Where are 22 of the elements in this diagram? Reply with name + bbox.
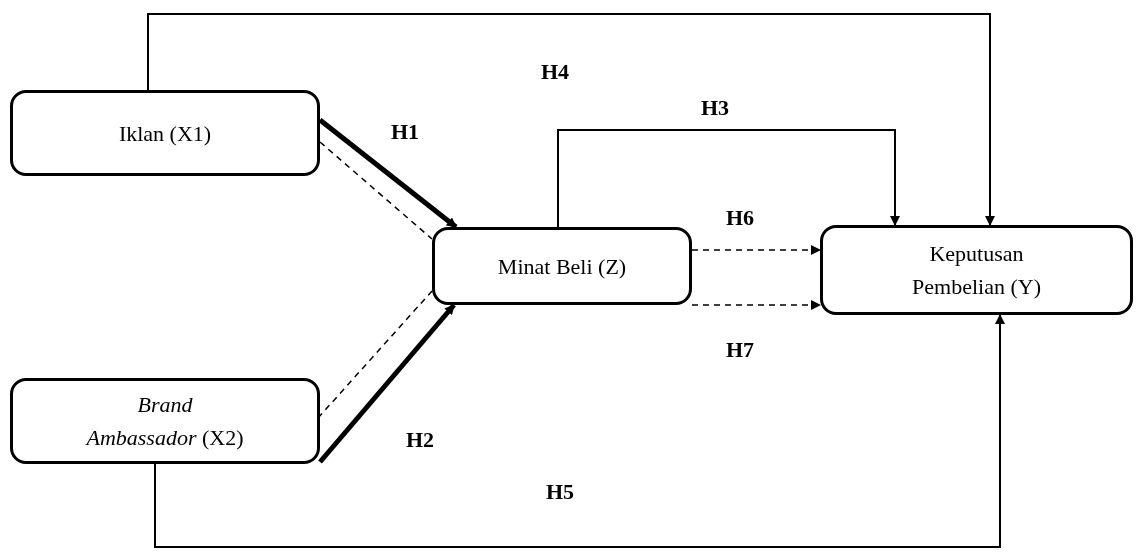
variable-box xyxy=(10,378,320,464)
edge-label: H5 xyxy=(545,479,575,505)
node-label: Brand Ambassador (X2) xyxy=(84,391,245,452)
node-label: Iklan (X1) xyxy=(118,119,212,148)
arrow xyxy=(147,13,995,226)
edge-label: H4 xyxy=(540,59,570,85)
node-label: Minat Beli (Z) xyxy=(497,252,627,281)
arrow xyxy=(557,129,900,228)
variable-box xyxy=(820,225,1133,315)
edge-label: H6 xyxy=(725,205,755,231)
variable-box xyxy=(432,227,692,305)
arrow xyxy=(318,303,456,464)
arrow xyxy=(318,118,458,229)
variable-box xyxy=(10,90,320,176)
arrow xyxy=(691,245,821,255)
edge-label: H1 xyxy=(390,119,420,145)
edge-label: H2 xyxy=(405,427,435,453)
arrow xyxy=(691,300,821,310)
arrow xyxy=(154,314,1005,548)
edge-label: H7 xyxy=(725,337,755,363)
edge-label: H3 xyxy=(700,95,730,121)
node-label: Keputusan Pembelian (Y) xyxy=(911,240,1042,301)
